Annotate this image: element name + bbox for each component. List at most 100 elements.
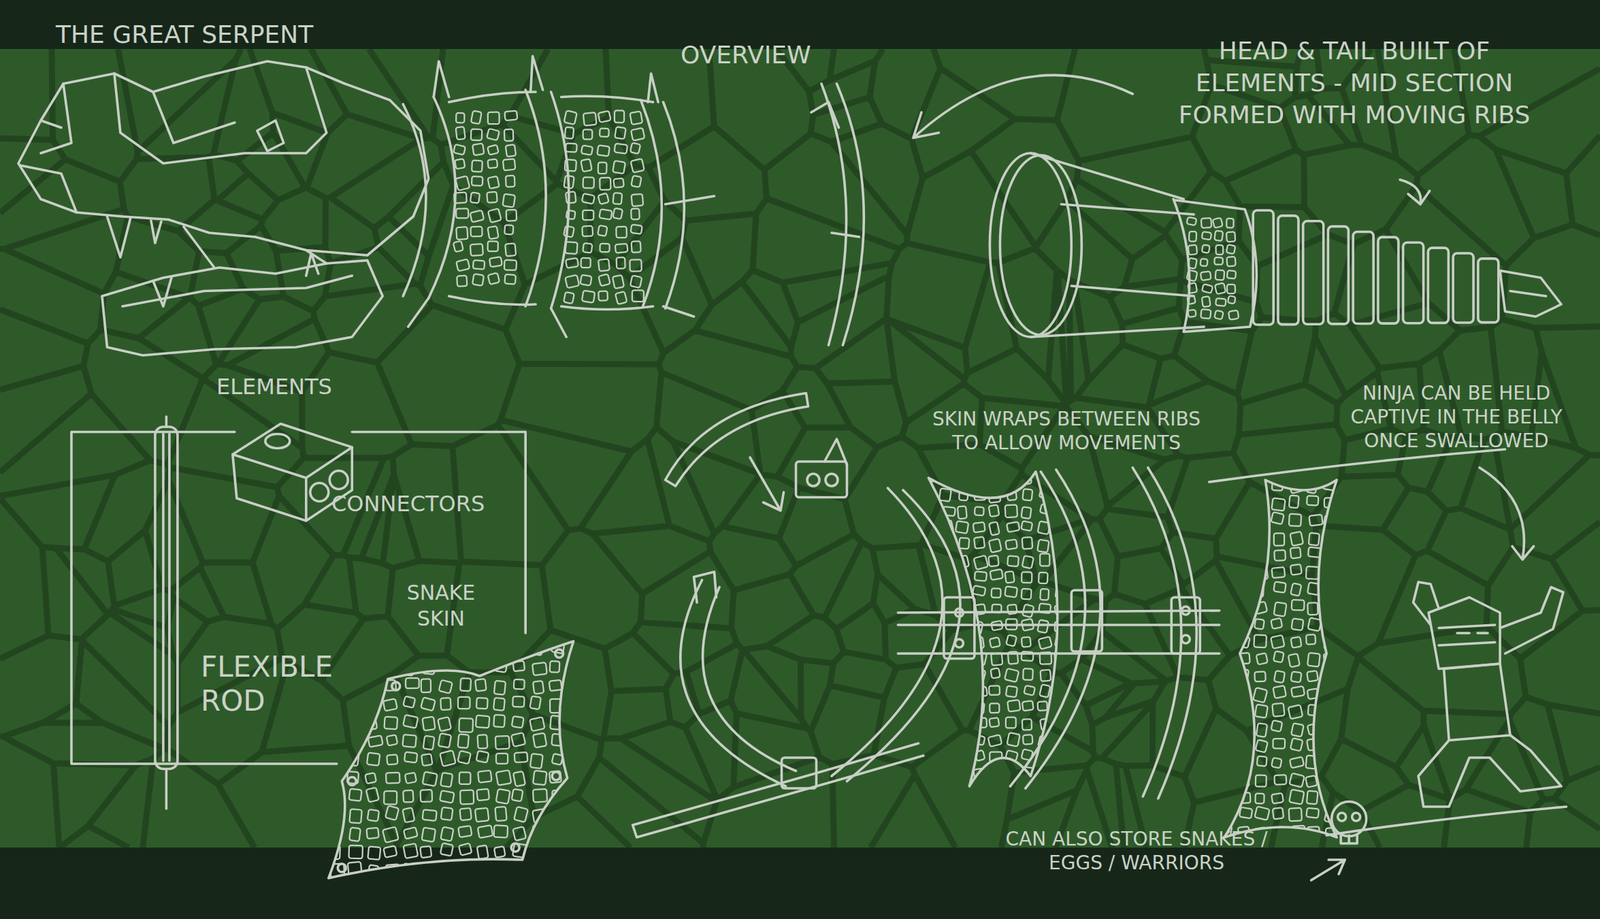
sketch-line: [330, 677, 344, 692]
sketch-line: [459, 771, 471, 785]
sketch-line: [1306, 670, 1319, 682]
sketch-line: [487, 240, 499, 252]
sketch-line: [472, 143, 484, 156]
label-wrap: HEAD & TAIL BUILT OF ELEMENTS - MID SECT…: [1163, 35, 1545, 131]
sketch-line: [1288, 513, 1302, 527]
sketch-line: [581, 144, 593, 156]
sketch-line: [974, 749, 985, 761]
sketch-line: [1201, 231, 1212, 240]
sketch-line: [579, 274, 592, 286]
sketch-line: [1214, 310, 1224, 320]
sketch-line: [913, 74, 1133, 138]
sketch-line: [1219, 581, 1232, 593]
sketch-line: [641, 100, 685, 309]
sketch-line: [940, 587, 955, 601]
sketch-line: [1256, 756, 1268, 767]
sketch-line: [1187, 309, 1196, 318]
sketch-line: [940, 602, 950, 614]
sketch-line: [939, 555, 951, 569]
sketch-line: [1226, 231, 1236, 242]
sketch-line: [1237, 479, 1252, 494]
sketch-line: [513, 806, 529, 823]
sketch-line: [1023, 685, 1036, 696]
sketch-line: [349, 827, 361, 842]
sketch-line: [999, 155, 1082, 335]
sketch-line: [1239, 617, 1253, 629]
sketch-line: [1303, 221, 1324, 325]
sketch-line: [1054, 668, 1067, 679]
sketch-line: [366, 787, 380, 803]
sketch-line: [1324, 739, 1338, 752]
sketch-line: [974, 701, 985, 714]
sketch-line: [422, 771, 438, 787]
sketch-line: [459, 807, 471, 821]
sketch-line: [1288, 773, 1304, 788]
label-wrap: SNAKE SKIN: [389, 579, 493, 631]
sketch-line: [495, 735, 510, 750]
sketch-line: [928, 471, 1057, 787]
sketch-line: [502, 193, 516, 208]
sketch-line: [471, 176, 483, 186]
sketch-line: [1323, 515, 1336, 527]
sketch-line: [458, 861, 472, 874]
sketch-line: [973, 473, 985, 484]
sketch-line: [1005, 504, 1018, 518]
sketch-line: [581, 193, 595, 204]
sketch-line: [1273, 581, 1286, 593]
sketch-line: [475, 807, 489, 823]
sketch-line: [1215, 270, 1226, 281]
sketch-line: [1239, 723, 1253, 736]
sketch-line: [532, 808, 548, 823]
sketch-line: [477, 824, 493, 838]
sketch-line: [1227, 284, 1236, 295]
sketch-line: [487, 159, 498, 169]
sketch-line: [1403, 242, 1424, 324]
sketch-line: [440, 772, 453, 788]
sketch-line: [549, 807, 565, 823]
sketch-line: [1325, 531, 1335, 544]
sketch-line: [487, 144, 499, 156]
sketch-line: [1071, 602, 1084, 612]
sketch-line: [1255, 739, 1268, 753]
sketch-line: [1021, 588, 1032, 600]
sketch-line: [456, 275, 467, 287]
sketch-line: [455, 208, 469, 218]
sketch-line: [1039, 651, 1052, 665]
sketch-line: [1038, 572, 1049, 584]
sketch-line: [470, 192, 480, 204]
sketch-line: [551, 771, 561, 780]
sketch-line: [565, 191, 576, 203]
sketch-line: [18, 61, 429, 256]
sketch-line: [1006, 489, 1017, 501]
sketch-line: [955, 520, 969, 534]
sketch-line: [1237, 668, 1249, 679]
serpent-head: [18, 61, 429, 356]
sketch-line: [924, 766, 937, 777]
sketch-line: [1069, 719, 1083, 733]
sketch-line: [612, 160, 626, 174]
sketch-line: [989, 153, 1072, 337]
sketch-line: [1220, 809, 1232, 821]
sketch-line: [1288, 653, 1300, 667]
sketch-line: [1290, 737, 1303, 751]
sketch-line: [458, 825, 472, 838]
sketch-line: [614, 126, 627, 139]
sketch-line: [581, 257, 591, 268]
sketch-line: [330, 715, 346, 732]
sketch-line: [476, 697, 488, 709]
sketch-line: [1288, 479, 1303, 494]
sketch-line: [532, 770, 547, 786]
sketch-line: [257, 120, 284, 152]
sketch-line: [386, 734, 399, 746]
sketch-line: [1073, 523, 1085, 535]
sketch-line: [615, 291, 627, 305]
sketch-line: [347, 699, 360, 712]
sketch-line: [1005, 685, 1018, 697]
sketch-line: [1219, 598, 1234, 612]
sketch-line: [496, 769, 512, 786]
sketch-line: [1239, 807, 1253, 819]
sketch-line: [1226, 244, 1236, 254]
note-label: OVERVIEW: [680, 39, 812, 71]
sketch-line: [807, 473, 820, 486]
